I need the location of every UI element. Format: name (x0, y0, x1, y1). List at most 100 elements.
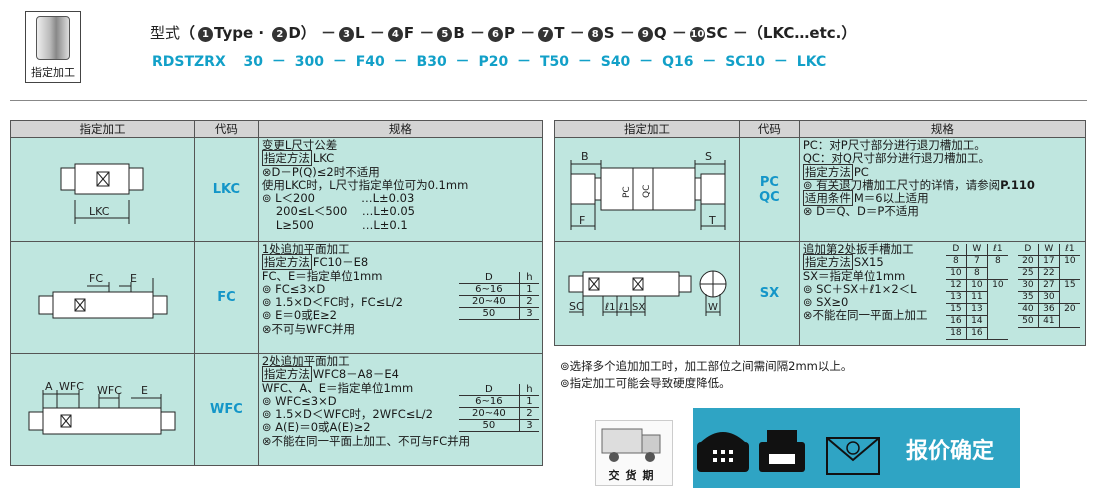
example-line: RDSTZRX 30 － 300 － F40 － B30 － P20 － T50… (152, 54, 827, 70)
pc-code: PC (759, 174, 779, 190)
note-icon: ⊚ (261, 420, 272, 435)
sx-line: SX15 (853, 255, 884, 270)
quote-confirm-button[interactable]: 报价确定 (693, 408, 1020, 488)
w-dim-label: W (708, 302, 718, 313)
lkc-dim-label: LKC (89, 205, 110, 218)
mini-cell: 14 (965, 315, 988, 328)
num-badge: 1 (198, 27, 214, 42)
example-part: T50 (539, 54, 569, 70)
b-dim-label: B (581, 150, 589, 163)
mini-cell: 50 (458, 419, 520, 432)
mini-header: W (965, 244, 988, 256)
e-dim-label: E (141, 384, 148, 397)
mini-cell: 16 (965, 327, 988, 340)
mini-cell: 18 (945, 327, 967, 340)
mini-cell: 3 (518, 307, 539, 320)
f-dim-label: F (579, 214, 585, 227)
example-part: 300 (294, 54, 324, 70)
mini-header: D (458, 272, 520, 284)
mini-header: h (518, 272, 539, 284)
mini-cell: 20~40 (458, 295, 520, 308)
note-icon: ⊚ (261, 295, 272, 310)
sx-line: SC＋SX＋ℓ1×2＜L (816, 281, 917, 296)
col-header-code: 代码 (738, 120, 800, 138)
mini-cell: 30 (1037, 291, 1060, 304)
note-icon: ⊚ (560, 376, 570, 390)
mini-cell: 36 (1037, 303, 1060, 316)
lkc-line: D－P(Q)≤2时不适用 (271, 164, 380, 179)
mini-header: ℓ1 (1058, 244, 1080, 256)
pcqc-figure-cell: B S F T PC QC (554, 137, 740, 242)
example-part: RDSTZRX (152, 54, 226, 70)
lkc-line: 变更L尺寸公差 (261, 138, 338, 152)
mini-cell: 8 (986, 255, 1008, 280)
mini-cell: 6~16 (458, 395, 520, 408)
lkc-code: LKC (193, 137, 259, 242)
wfc-code: WFC (193, 353, 259, 466)
example-part: 30 (243, 54, 263, 70)
qc-dim-label: QC (642, 185, 652, 198)
mini-cell: 3 (518, 419, 539, 432)
mini-cell: 11 (965, 291, 988, 304)
mini-cell: 8 (945, 255, 967, 268)
contact-icons (697, 430, 880, 475)
sx-figure-cell: SC ℓ1 ℓ1 SX W (554, 241, 740, 346)
fc-code: FC (193, 241, 259, 354)
wfc-line: WFC、A、E＝指定单位1mm (261, 380, 414, 395)
num-badge: 5 (437, 27, 453, 42)
note-icon: ⊚ (261, 308, 272, 323)
example-part: SC10 (725, 54, 766, 70)
type-code: F (403, 24, 415, 42)
type-code: B (453, 24, 465, 42)
mini-header: ℓ1 (986, 244, 1008, 256)
pcqc-line: QC：对Q尺寸部分进行退刀槽加工。 (802, 151, 990, 166)
note-text: 选择多个追加加工时，加工部位之间需间隔2mm以上。 (569, 359, 853, 373)
wfc-figure-cell: A WFC WFC E (10, 353, 195, 466)
email-icon (826, 437, 880, 475)
fc-line: 1.5×D＜FC时，FC≤L/2 (275, 295, 403, 310)
mini-cell: 50 (1017, 315, 1039, 328)
page-ref-link[interactable]: P.110 (1000, 177, 1035, 192)
mini-cell: 20~40 (458, 407, 520, 420)
delivery-time-button[interactable]: 交货期 (595, 420, 673, 486)
mini-header: D (458, 384, 520, 396)
lkc-line: …L±0.03 (361, 191, 415, 206)
mini-cell: 12 (945, 279, 967, 292)
mini-header: h (518, 384, 539, 396)
fc-line: 不可与WFC并用 (271, 321, 355, 336)
wfc-line: WFC8－A8－E4 (312, 367, 399, 382)
mini-cell: 1 (518, 395, 539, 408)
pcqc-shaft-diagram: B S F T PC QC (570, 150, 726, 230)
type-code: P (504, 24, 516, 42)
col-header-code: 代码 (193, 120, 259, 138)
type-code: D (288, 24, 301, 42)
mini-cell: 13 (965, 303, 988, 316)
mini-cell: 2 (518, 407, 539, 420)
prohibited-icon: ⊗ (261, 164, 272, 179)
sx-code: SX (738, 241, 800, 346)
fc-figure-cell: FC E (10, 241, 195, 354)
mini-cell: 15 (945, 303, 967, 316)
table-row-pcqc: B S F T PC QC PC QC PC：对P尺寸部分进行退刀槽加工。 QC… (554, 137, 1087, 242)
fc-line: FC、E＝指定单位1mm (261, 268, 383, 283)
num-badge: 10 (689, 27, 705, 42)
mini-header: D (945, 244, 967, 256)
col-header-spec: 规格 (798, 120, 1087, 138)
sx-line: 不能在同一平面上加工 (812, 308, 928, 323)
l1-dim-label: ℓ1 (605, 302, 616, 313)
fc-dim-label: FC (89, 272, 103, 285)
l1b-dim-label: ℓ1 (619, 302, 630, 313)
col-header-process: 指定加工 (10, 120, 195, 138)
sx-shaft-diagram: SC ℓ1 ℓ1 SX W (568, 270, 727, 316)
type-code: L (355, 24, 365, 42)
mini-cell: 20 (1058, 303, 1080, 328)
mini-cell: 6~16 (458, 283, 520, 296)
mini-cell: 22 (1037, 267, 1060, 280)
t-dim-label: T (708, 214, 716, 227)
wfc-line: 2处追加平面加工 (261, 354, 350, 368)
